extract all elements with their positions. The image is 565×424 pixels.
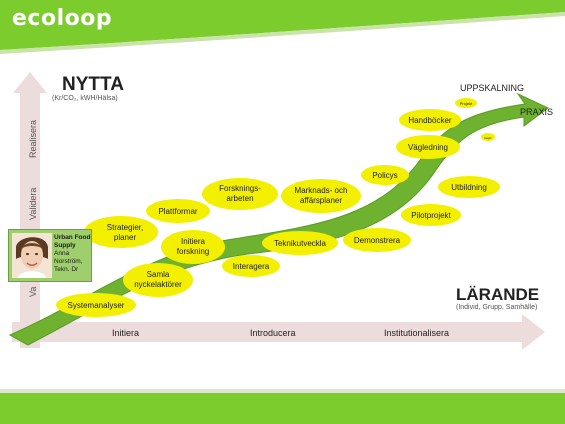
svg-text:Projekt: Projekt xyxy=(460,101,473,106)
x-axis-arrow xyxy=(12,314,545,350)
person-photo xyxy=(12,233,52,278)
footer-stripe xyxy=(0,389,565,393)
right-axis-subtitle: (Individ, Grupp, Samhälle) xyxy=(456,304,537,311)
bubble-handbocker: Handböcker xyxy=(399,109,461,131)
bubble-systemanalyser: Systemanalyser xyxy=(56,293,136,317)
y-axis-title: NYTTA xyxy=(62,74,124,95)
bubble-projekt-small: Projekt xyxy=(455,98,477,108)
bubble-vagledning: Vägledning xyxy=(396,135,460,159)
person-card: Urban Food Supply Anna Norström, Tekn. D… xyxy=(8,229,92,282)
bubble-teknikutveckla: Teknikutveckla xyxy=(262,231,338,255)
bubble-forskningsarbeten: Forsknings- arbeten xyxy=(202,178,278,210)
level-va: Va xyxy=(28,287,38,297)
header-wave xyxy=(0,0,565,54)
svg-text:Systemanalyser: Systemanalyser xyxy=(68,301,125,310)
bubble-initiera-forskning: Initiera forskning xyxy=(161,230,225,264)
person-name: Anna Norström, xyxy=(54,250,83,265)
svg-text:Strategier,: Strategier, xyxy=(107,223,143,232)
svg-text:Handböcker: Handböcker xyxy=(408,116,451,125)
svg-text:Demonstrera: Demonstrera xyxy=(354,236,401,245)
svg-text:Interagera: Interagera xyxy=(233,262,270,271)
innovation-diagram: NYTTA (Kr/CO₂, kWH/Hälsa) Realisera Vali… xyxy=(8,72,553,350)
footer-bar xyxy=(0,389,565,424)
person-project-line2: Supply xyxy=(54,242,76,249)
level-realisera: Realisera xyxy=(28,120,38,158)
bubble-plattformar: Plattformar xyxy=(146,199,210,223)
right-axis-title: LÄRANDE xyxy=(456,285,539,304)
phase-initiera: Initiera xyxy=(112,328,139,338)
svg-text:Teknikutveckla: Teknikutveckla xyxy=(274,239,327,248)
ecoloop-logo: ecoloop xyxy=(12,6,113,31)
svg-text:Samla: Samla xyxy=(147,270,170,279)
level-validera: Validera xyxy=(28,188,38,220)
svg-text:Pilotprojekt: Pilotprojekt xyxy=(411,211,451,220)
bubble-pilotprojekt: Pilotprojekt xyxy=(401,204,461,226)
svg-text:arbeten: arbeten xyxy=(226,194,253,203)
bubble-policys: Policys xyxy=(361,165,409,185)
svg-text:Vägledning: Vägledning xyxy=(408,143,448,152)
bubble-tiny: Inspir. xyxy=(481,133,495,141)
svg-text:Initiera: Initiera xyxy=(181,237,206,246)
bubble-samla-nyckelaktorer: Samla nyckelaktörer xyxy=(123,263,193,297)
y-axis-arrow xyxy=(13,72,47,348)
svg-text:Policys: Policys xyxy=(372,171,397,180)
svg-text:forskning: forskning xyxy=(177,247,209,256)
y-axis-subtitle: (Kr/CO₂, kWH/Hälsa) xyxy=(52,95,118,102)
svg-text:Inspir.: Inspir. xyxy=(484,136,492,140)
person-project-line1: Urban Food xyxy=(54,234,91,241)
phase-institutionalisera: Institutionalisera xyxy=(384,328,449,338)
bubble-demonstrera: Demonstrera xyxy=(343,228,411,252)
svg-text:nyckelaktörer: nyckelaktörer xyxy=(134,280,182,289)
svg-text:Marknads- och: Marknads- och xyxy=(295,186,348,195)
svg-text:planer: planer xyxy=(114,233,137,242)
bubble-interagera: Interagera xyxy=(222,255,280,277)
bubble-strategier-planer: Strategier, planer xyxy=(84,216,158,248)
svg-text:Plattformar: Plattformar xyxy=(158,207,197,216)
phase-introducera: Introducera xyxy=(250,328,296,338)
person-title: Tekn. Dr xyxy=(54,266,79,273)
label-praxis: PRAXIS xyxy=(520,107,553,117)
label-uppskalning: UPPSKALNING xyxy=(460,83,524,93)
svg-text:affärsplaner: affärsplaner xyxy=(300,196,342,205)
header-bar: ecoloop xyxy=(0,0,565,58)
bubble-marknads-affarsplaner: Marknads- och affärsplaner xyxy=(281,179,361,213)
person-caption: Urban Food Supply Anna Norström, Tekn. D… xyxy=(54,234,92,274)
svg-text:Utbildning: Utbildning xyxy=(451,183,487,192)
svg-text:Forsknings-: Forsknings- xyxy=(219,184,261,193)
bubble-utbildning: Utbildning xyxy=(438,176,500,198)
